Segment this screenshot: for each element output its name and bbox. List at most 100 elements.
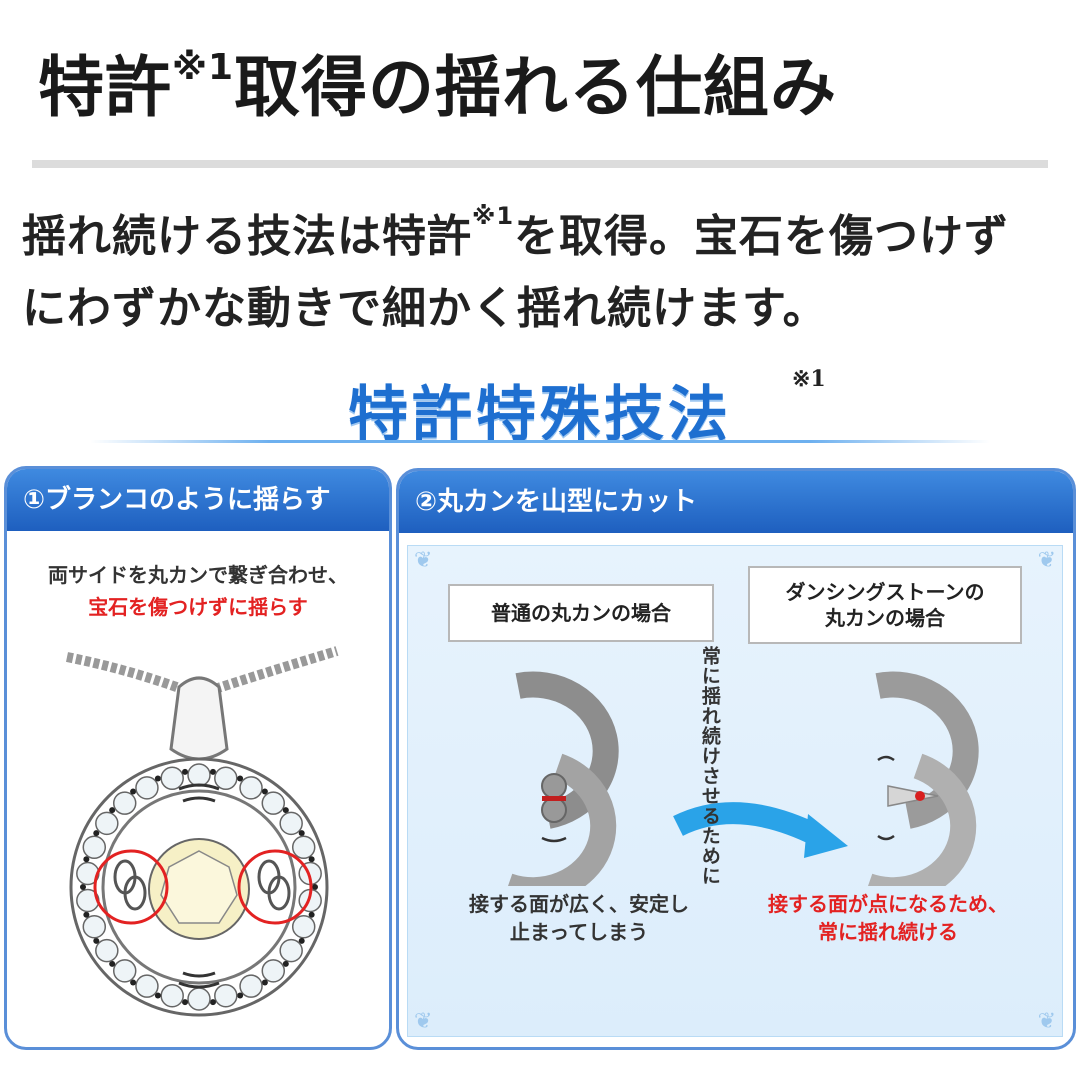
bead (95, 811, 119, 836)
bead (95, 938, 119, 963)
chain-left (66, 652, 184, 694)
comparison-area: ❦ ❦ ❦ ❦ 普通の丸カンの場合 ダンシングストーンの 丸カンの場合 (407, 545, 1063, 1037)
pendant-illustration (66, 646, 339, 1017)
flourish-icon: ❦ (414, 548, 433, 573)
bead (214, 983, 238, 1008)
flourish-icon: ❦ (1037, 1009, 1056, 1034)
bail (169, 676, 229, 761)
chain-right (213, 646, 339, 694)
swing-caption-1: 両サイドを丸カンで繋ぎ合わせ、 (48, 563, 348, 587)
bead-dot (237, 775, 244, 782)
vertical-note: 常に揺れ続けさせるために (698, 646, 721, 886)
bead-dot (109, 960, 116, 967)
intro-line-2: にわずかな動きで細かく揺れ続けます。 (22, 283, 828, 334)
bead (160, 983, 184, 1008)
normal-ring-label: 普通の丸カンの場合 (448, 584, 714, 642)
intro-footnote-mark: ※1 (472, 202, 515, 230)
bead (160, 766, 184, 791)
flourish-icon: ❦ (414, 1009, 433, 1034)
dancing-motion-top (877, 755, 895, 762)
bead-dot (237, 992, 244, 999)
bead-dot (261, 788, 268, 795)
bead-dot (282, 960, 289, 967)
bead (291, 914, 316, 939)
bead-dot (182, 999, 189, 1006)
bead (82, 835, 107, 860)
bead (135, 974, 159, 998)
title-suffix: 取得の揺れる仕組み (234, 49, 838, 126)
arrow-body (673, 802, 823, 846)
bead-dot (261, 979, 268, 986)
normal-contact-top (541, 773, 567, 799)
bead-dot (130, 788, 137, 795)
dancing-contact-point (915, 791, 925, 801)
banner-footnote-mark: ※1 (792, 366, 826, 392)
bead (112, 791, 137, 815)
gem-facets (160, 850, 238, 924)
bead-dot (182, 768, 189, 775)
bead-dot (83, 911, 90, 918)
bead-dot (308, 856, 315, 863)
motion-mark-top (178, 783, 220, 791)
intro-line-1: 揺れ続ける技法は特許※1を取得。宝石を傷つけず (22, 200, 1009, 264)
swing-caption-2: 宝石を傷つけずに揺らす (88, 595, 308, 619)
page-title: 特許※1取得の揺れる仕組み (38, 48, 838, 126)
normal-contact-surface (542, 796, 566, 801)
intro-line-1b: を取得。宝石を傷つけず (514, 211, 1010, 262)
flourish-icon: ❦ (1037, 548, 1056, 573)
dancing-ring-upper (875, 671, 979, 829)
bead-dot (298, 830, 305, 837)
dancing-ring-label-2: 丸カンの場合 (825, 606, 945, 630)
bead (187, 763, 211, 787)
bead-dot (93, 830, 100, 837)
highlight-left (93, 849, 169, 925)
bead-dot (109, 807, 116, 814)
dancing-caption-2: 常に揺れ続ける (818, 920, 958, 944)
bead (261, 959, 286, 983)
dancing-peak-cut (887, 785, 939, 807)
bead (279, 811, 303, 836)
normal-ring-upper (515, 671, 619, 829)
bead (214, 766, 238, 791)
intro-line-1a: 揺れ続ける技法は特許 (22, 211, 472, 262)
bead-dot (308, 911, 315, 918)
swing-panel-header: ①ブランコのように揺らす (7, 469, 389, 531)
normal-motion-mark (541, 836, 567, 843)
ring-comparison-illustration (508, 671, 979, 886)
dancing-motion-bottom (877, 834, 895, 841)
title-prefix: 特許 (38, 49, 172, 126)
bead (82, 914, 107, 939)
bead-dot (312, 884, 318, 890)
motion-mark-top-2 (182, 796, 216, 803)
bead-dot (298, 937, 305, 944)
cut-panel: ②丸カンを山型にカット ❦ ❦ ❦ ❦ 普通の丸カンの場合 ダンシングストーンの… (396, 468, 1076, 1050)
bead-dot (93, 937, 100, 944)
jump-ring-right-b (267, 875, 291, 911)
normal-contact-bottom (541, 797, 567, 823)
dancing-ring-label-1: ダンシングストーンの (785, 580, 985, 604)
bead-dot (282, 807, 289, 814)
bead-dot (154, 775, 161, 782)
dancing-ring-lower (868, 753, 977, 886)
bead-dot (209, 999, 216, 1006)
bead-dot (130, 979, 137, 986)
normal-caption-1: 接する面が広く、安定し (469, 892, 689, 916)
dancing-ring-label: ダンシングストーンの 丸カンの場合 (748, 566, 1022, 644)
bead-dot (209, 768, 216, 775)
cut-panel-header: ②丸カンを山型にカット (399, 471, 1073, 533)
normal-ring-lower (508, 753, 617, 886)
highlight-right (237, 849, 313, 925)
motion-mark-bottom-2 (182, 971, 216, 978)
jump-ring-left-b (123, 875, 147, 911)
bead-dot (83, 856, 90, 863)
bead (187, 987, 211, 1011)
normal-caption-2: 止まってしまう (509, 920, 649, 944)
bead (279, 938, 303, 963)
dancing-caption-1: 接する面が点になるため、 (768, 892, 1008, 916)
patent-banner: 特許特殊技法 (348, 380, 732, 450)
bead-dot (154, 992, 161, 999)
bead (239, 776, 263, 800)
bead (239, 974, 263, 998)
motion-mark-bottom (178, 981, 220, 989)
bead (261, 791, 286, 815)
